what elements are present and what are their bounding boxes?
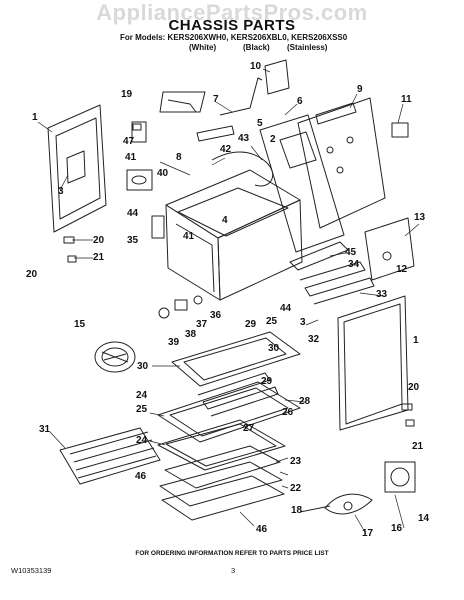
- oven-bottom-frame: [157, 381, 301, 443]
- callout-27: 27: [243, 423, 255, 434]
- callout-16: 16: [391, 523, 403, 534]
- document-number: W10353139: [11, 566, 52, 575]
- side-bracket: [151, 215, 165, 239]
- hinge-clips: [63, 236, 415, 427]
- part-11: [391, 122, 409, 138]
- page-number: 3: [231, 566, 236, 575]
- callout-42: 42: [220, 144, 232, 155]
- callout-43: 43: [238, 133, 250, 144]
- drawer-bottom: [157, 419, 286, 471]
- callout-3-right: 3: [300, 317, 306, 328]
- callout-8: 8: [176, 152, 182, 163]
- callout-22: 22: [290, 483, 302, 494]
- callout-24-top: 24: [136, 390, 148, 401]
- page-title: CHASSIS PARTS: [168, 17, 296, 34]
- callout-13: 13: [414, 212, 426, 223]
- callout-11: 11: [401, 94, 412, 105]
- callout-20-left-b: 20: [26, 269, 38, 280]
- right-side-panel: [337, 295, 409, 431]
- callout-36: 36: [210, 310, 222, 321]
- callout-26: 26: [282, 407, 294, 418]
- callout-45: 45: [345, 247, 357, 258]
- wire-harness: [211, 151, 274, 187]
- callout-25-top: 25: [266, 316, 278, 327]
- callout-1-left: 1: [32, 112, 38, 123]
- callout-25-mid: 25: [136, 404, 148, 415]
- convection-cover: [94, 341, 136, 373]
- callout-20-right: 20: [408, 382, 420, 393]
- left-side-panel: [47, 104, 107, 233]
- callout-5: 5: [257, 118, 263, 129]
- callout-40: 40: [157, 168, 169, 179]
- callout-23: 23: [290, 456, 302, 467]
- callout-1-right: 1: [413, 335, 419, 346]
- back-cover: [259, 114, 345, 253]
- callout-20-left: 20: [93, 235, 105, 246]
- callout-31: 31: [39, 424, 51, 435]
- callout-46-left: 46: [135, 471, 147, 482]
- bracket-parts: [131, 91, 206, 143]
- callout-33-right: 33: [376, 289, 388, 300]
- callout-12: 12: [396, 264, 408, 275]
- callout-17: 17: [362, 528, 374, 539]
- igniter-part: [126, 169, 153, 191]
- callout-37: 37: [196, 319, 208, 330]
- finish-white: (White): [189, 43, 217, 52]
- callout-7: 7: [213, 94, 219, 105]
- callout-38: 38: [185, 329, 197, 340]
- callout-9: 9: [357, 84, 363, 95]
- watermark: AppliancePartsPros.com: [96, 0, 368, 25]
- rear-panel: [297, 97, 386, 229]
- finish-stainless: (Stainless): [287, 43, 328, 52]
- bottom-panels: [159, 461, 285, 521]
- callout-44-left: 44: [127, 208, 139, 219]
- callout-19: 19: [121, 89, 133, 100]
- callout-39: 39: [168, 337, 180, 348]
- oven-rack: [59, 427, 161, 485]
- callout-47: 47: [123, 136, 135, 147]
- callout-28: 28: [299, 396, 311, 407]
- callout-32: 32: [308, 334, 320, 345]
- finish-black: (Black): [243, 43, 270, 52]
- callout-46-bottom: 46: [256, 524, 268, 535]
- ordering-note: FOR ORDERING INFORMATION REFER TO PARTS …: [135, 550, 329, 557]
- trim-strip: [289, 241, 349, 271]
- callout-30-right: 30: [268, 343, 280, 354]
- callout-41-cavity: 41: [183, 231, 195, 242]
- callout-4: 4: [222, 215, 228, 226]
- callout-3-left: 3: [58, 186, 64, 197]
- callout-21-right: 21: [412, 441, 424, 452]
- callout-34: 34: [348, 259, 360, 270]
- callout-14: 14: [418, 513, 430, 524]
- callout-44-right: 44: [280, 303, 292, 314]
- callout-18: 18: [291, 505, 303, 516]
- convection-fan: [299, 461, 416, 515]
- callout-29-mid: 29: [261, 376, 273, 387]
- control-assembly: [364, 217, 415, 281]
- callout-30-left: 30: [137, 361, 149, 372]
- callout-24-mid: 24: [136, 435, 148, 446]
- callout-41-top: 41: [125, 152, 137, 163]
- callout-21-left: 21: [93, 252, 105, 263]
- bottom-tray: [171, 331, 301, 387]
- bake-element: [197, 372, 279, 417]
- callout-6: 6: [297, 96, 303, 107]
- models-line: For Models: KERS206XWH0, KERS206XBL0, KE…: [120, 33, 348, 42]
- oven-cavity: [165, 169, 303, 301]
- broil-element: [299, 261, 375, 305]
- callout-10: 10: [250, 61, 262, 72]
- callout-2: 2: [270, 134, 276, 145]
- callout-15: 15: [74, 319, 86, 330]
- callout-29-top: 29: [245, 319, 257, 330]
- top-brackets: [196, 59, 290, 142]
- insulation-pad: [164, 445, 281, 489]
- small-parts: [158, 295, 203, 319]
- callout-35-left: 35: [127, 235, 139, 246]
